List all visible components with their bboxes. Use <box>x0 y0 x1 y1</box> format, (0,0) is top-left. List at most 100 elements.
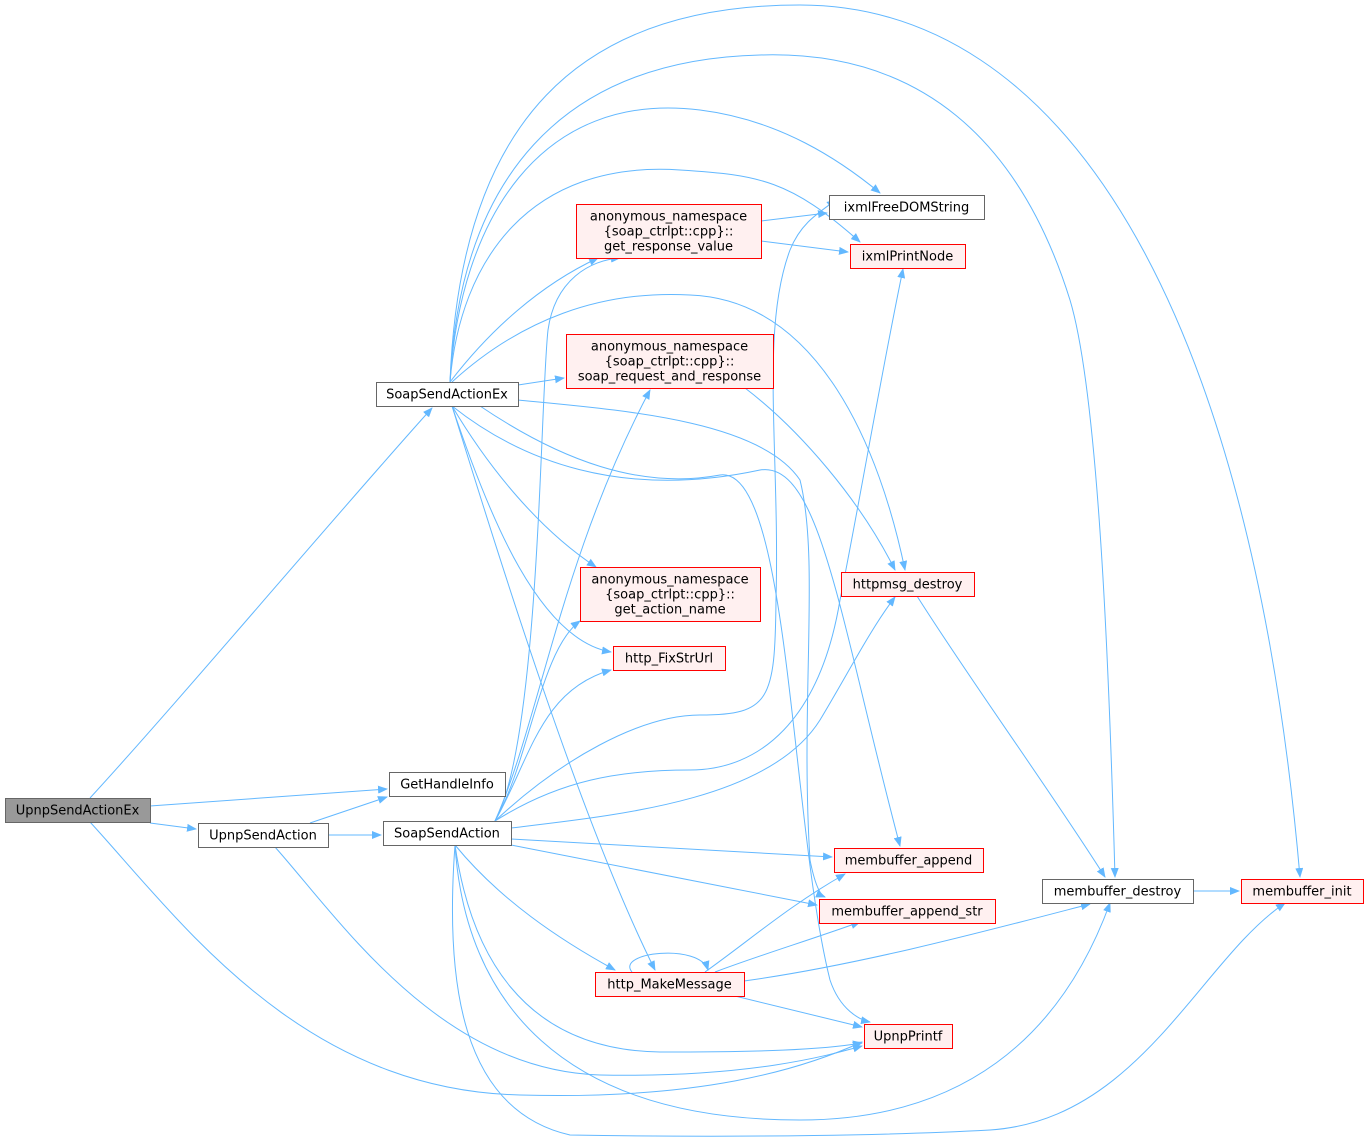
edge-SoapSendActionEx-to-get_response_value <box>449 257 599 383</box>
node-label: {soap_ctrlpt::cpp}:: <box>605 588 735 603</box>
edge-SoapSendAction-to-UpnpPrintf <box>454 844 863 1053</box>
edge-UpnpSendActionEx-to-SoapSendActionEx <box>89 407 433 799</box>
node-label: UpnpPrintf <box>874 1030 943 1045</box>
node-box[interactable] <box>1241 879 1364 904</box>
node-soap_request_and_response[interactable]: anonymous_namespace{soap_ctrlpt::cpp}::s… <box>566 334 774 389</box>
node-get_response_value[interactable]: anonymous_namespace{soap_ctrlpt::cpp}::g… <box>576 204 762 259</box>
edge-UpnpSendActionEx-to-UpnpPrintf <box>89 821 863 1097</box>
node-box[interactable] <box>580 567 761 622</box>
node-box[interactable] <box>5 798 151 823</box>
node-label: soap_request_and_response <box>578 370 761 385</box>
node-box[interactable] <box>819 899 996 924</box>
node-label: GetHandleInfo <box>400 778 494 793</box>
edge-SoapSendAction-to-membuffer_destroy <box>454 844 1111 1121</box>
node-label: httpmsg_destroy <box>853 578 963 593</box>
node-label: SoapSendActionEx <box>386 388 508 403</box>
node-label: {soap_ctrlpt::cpp}:: <box>605 355 735 370</box>
node-label: anonymous_namespace <box>591 340 748 355</box>
node-http_MakeMessage[interactable]: http_MakeMessage <box>595 972 745 997</box>
edge-httpmsg_destroy-to-membuffer_destroy <box>916 595 1106 878</box>
edge-UpnpSendAction-to-UpnpPrintf <box>274 846 863 1076</box>
node-box[interactable] <box>850 244 966 269</box>
edge-SoapSendAction-to-http_MakeMessage <box>454 844 616 971</box>
node-get_action_name[interactable]: anonymous_namespace{soap_ctrlpt::cpp}::g… <box>580 567 761 622</box>
node-membuffer_destroy[interactable]: membuffer_destroy <box>1042 879 1194 904</box>
edge-SoapSendAction-to-membuffer_append_str <box>510 844 818 908</box>
edge-http_MakeMessage-to-membuffer_append <box>704 873 846 973</box>
node-membuffer_init[interactable]: membuffer_init <box>1241 879 1364 904</box>
edge-SoapSendActionEx-to-http_MakeMessage <box>451 405 656 971</box>
node-box[interactable] <box>376 382 519 407</box>
node-ixmlPrintNode[interactable]: ixmlPrintNode <box>850 244 966 269</box>
node-label: anonymous_namespace <box>590 210 747 225</box>
node-label: get_response_value <box>604 240 733 255</box>
node-label: anonymous_namespace <box>591 573 748 588</box>
node-box[interactable] <box>383 821 512 846</box>
edge-SoapSendAction-to-http_FixStrUrl <box>494 668 612 822</box>
node-label: ixmlPrintNode <box>862 250 953 265</box>
node-box[interactable] <box>834 848 984 873</box>
edge-UpnpSendActionEx-to-UpnpSendAction <box>149 822 197 832</box>
edge-SoapSendAction-to-ixmlPrintNode <box>494 268 906 822</box>
edge-SoapSendActionEx-to-membuffer_init <box>449 4 1304 878</box>
edge-SoapSendActionEx-to-membuffer_destroy <box>449 54 1119 878</box>
node-box[interactable] <box>829 195 985 220</box>
edge-SoapSendActionEx-to-ixmlFreeDOMString <box>449 107 881 383</box>
node-http_FixStrUrl[interactable]: http_FixStrUrl <box>613 646 726 671</box>
node-box[interactable] <box>613 646 726 671</box>
edge-http_MakeMessage-to-UpnpPrintf <box>734 995 863 1029</box>
node-box[interactable] <box>1042 879 1194 904</box>
node-GetHandleInfo[interactable]: GetHandleInfo <box>389 772 506 797</box>
edge-http_MakeMessage-to-http_MakeMessage <box>629 952 710 973</box>
node-label: UpnpSendAction <box>209 829 317 844</box>
edge-SoapSendActionEx-to-soap_request_and_response <box>517 375 565 386</box>
edge-SoapSendAction-to-get_response_value <box>494 254 621 822</box>
node-UpnpSendActionEx[interactable]: UpnpSendActionEx <box>5 798 151 823</box>
edge-http_MakeMessage-to-membuffer_destroy <box>743 902 1091 982</box>
node-SoapSendActionEx[interactable]: SoapSendActionEx <box>376 382 519 407</box>
node-ixmlFreeDOMString[interactable]: ixmlFreeDOMString <box>829 195 985 220</box>
edge-SoapSendAction-to-soap_request_and_response <box>494 389 651 822</box>
nodes-layer: UpnpSendActionEx SoapSendActionExGetHandl… <box>5 195 1364 1049</box>
node-box[interactable] <box>864 1024 953 1049</box>
edge-get_response_value-to-ixmlPrintNode <box>760 240 849 255</box>
node-label: get_action_name <box>614 603 725 618</box>
edge-SoapSendActionEx-to-UpnpPrintf <box>479 405 871 1025</box>
edge-http_MakeMessage-to-membuffer_append_str <box>714 921 861 973</box>
node-membuffer_append[interactable]: membuffer_append <box>834 848 984 873</box>
edge-UpnpSendActionEx-to-GetHandleInfo <box>149 785 388 807</box>
node-UpnpPrintf[interactable]: UpnpPrintf <box>864 1024 953 1049</box>
node-SoapSendAction[interactable]: SoapSendAction <box>383 821 512 846</box>
edge-SoapSendActionEx-to-get_action_name <box>451 405 597 568</box>
edge-SoapSendAction-to-ixmlFreeDOMString <box>494 199 837 822</box>
node-label: http_MakeMessage <box>607 978 731 993</box>
node-box[interactable] <box>841 572 975 597</box>
edge-soap_request_and_response-to-httpmsg_destroy <box>744 387 896 571</box>
edge-SoapSendActionEx-to-membuffer_append <box>451 405 902 847</box>
edge-SoapSendActionEx-to-membuffer_append_str <box>517 399 826 898</box>
edge-get_response_value-to-ixmlFreeDOMString <box>760 210 828 222</box>
node-box[interactable] <box>389 772 506 797</box>
edge-SoapSendActionEx-to-ixmlPrintNode <box>449 168 861 383</box>
edge-SoapSendAction-to-httpmsg_destroy <box>510 596 896 829</box>
node-membuffer_append_str[interactable]: membuffer_append_str <box>819 899 996 924</box>
node-label: membuffer_append <box>845 854 973 869</box>
edge-SoapSendAction-to-get_action_name <box>494 620 581 822</box>
edge-UpnpSendAction-to-GetHandleInfo <box>309 796 388 824</box>
node-box[interactable] <box>198 823 329 848</box>
edge-SoapSendAction-to-membuffer_append <box>510 838 833 861</box>
node-UpnpSendAction[interactable]: UpnpSendAction <box>198 823 329 848</box>
node-label: membuffer_init <box>1252 885 1351 900</box>
node-httpmsg_destroy[interactable]: httpmsg_destroy <box>841 572 975 597</box>
node-box[interactable] <box>576 204 762 259</box>
edges-layer <box>89 4 1304 1137</box>
edge-SoapSendAction-to-membuffer_init <box>451 844 1286 1137</box>
node-label: membuffer_append_str <box>831 905 983 920</box>
node-label: {soap_ctrlpt::cpp}:: <box>604 225 734 240</box>
edge-SoapSendActionEx-to-http_FixStrUrl <box>451 405 612 655</box>
node-box[interactable] <box>566 334 774 389</box>
node-label: SoapSendAction <box>394 827 500 842</box>
node-label: http_FixStrUrl <box>625 652 713 667</box>
node-box[interactable] <box>595 972 745 997</box>
